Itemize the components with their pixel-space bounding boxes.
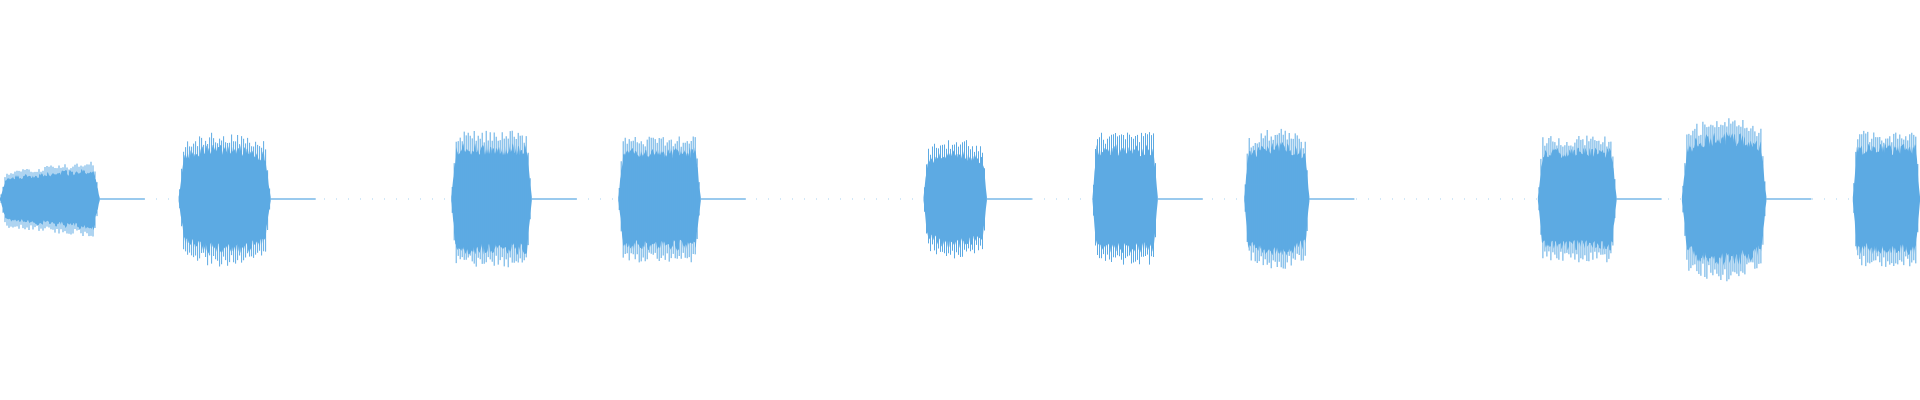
waveform-segment-transients xyxy=(618,136,700,263)
waveform-segment-transients xyxy=(451,130,531,268)
waveform-segment-transients xyxy=(924,140,985,259)
waveform-segment-transients xyxy=(1093,132,1156,265)
waveform-segment xyxy=(1244,128,1355,269)
waveform-segment xyxy=(618,136,746,263)
waveform-segment-body xyxy=(451,143,532,255)
waveform-segment-body xyxy=(178,144,271,254)
waveform-segment xyxy=(1852,130,1920,267)
waveform-segment xyxy=(0,161,145,237)
waveform-segments xyxy=(0,118,1920,282)
waveform-segment xyxy=(923,140,1032,259)
waveform-segment-transients xyxy=(179,132,271,267)
waveform-segment-transients xyxy=(0,161,98,237)
waveform-segment xyxy=(451,130,577,268)
waveform-segment xyxy=(178,132,316,267)
waveform-segment-body xyxy=(923,149,987,249)
waveform-segment xyxy=(1681,118,1812,282)
waveform-segment-transients xyxy=(1682,118,1766,282)
waveform-segment xyxy=(1092,132,1203,265)
waveform-segment-transients xyxy=(1244,128,1308,269)
waveform-segment-transients xyxy=(1853,130,1919,267)
waveform-segment xyxy=(1537,135,1662,263)
waveform-segment-transients xyxy=(1538,135,1616,263)
